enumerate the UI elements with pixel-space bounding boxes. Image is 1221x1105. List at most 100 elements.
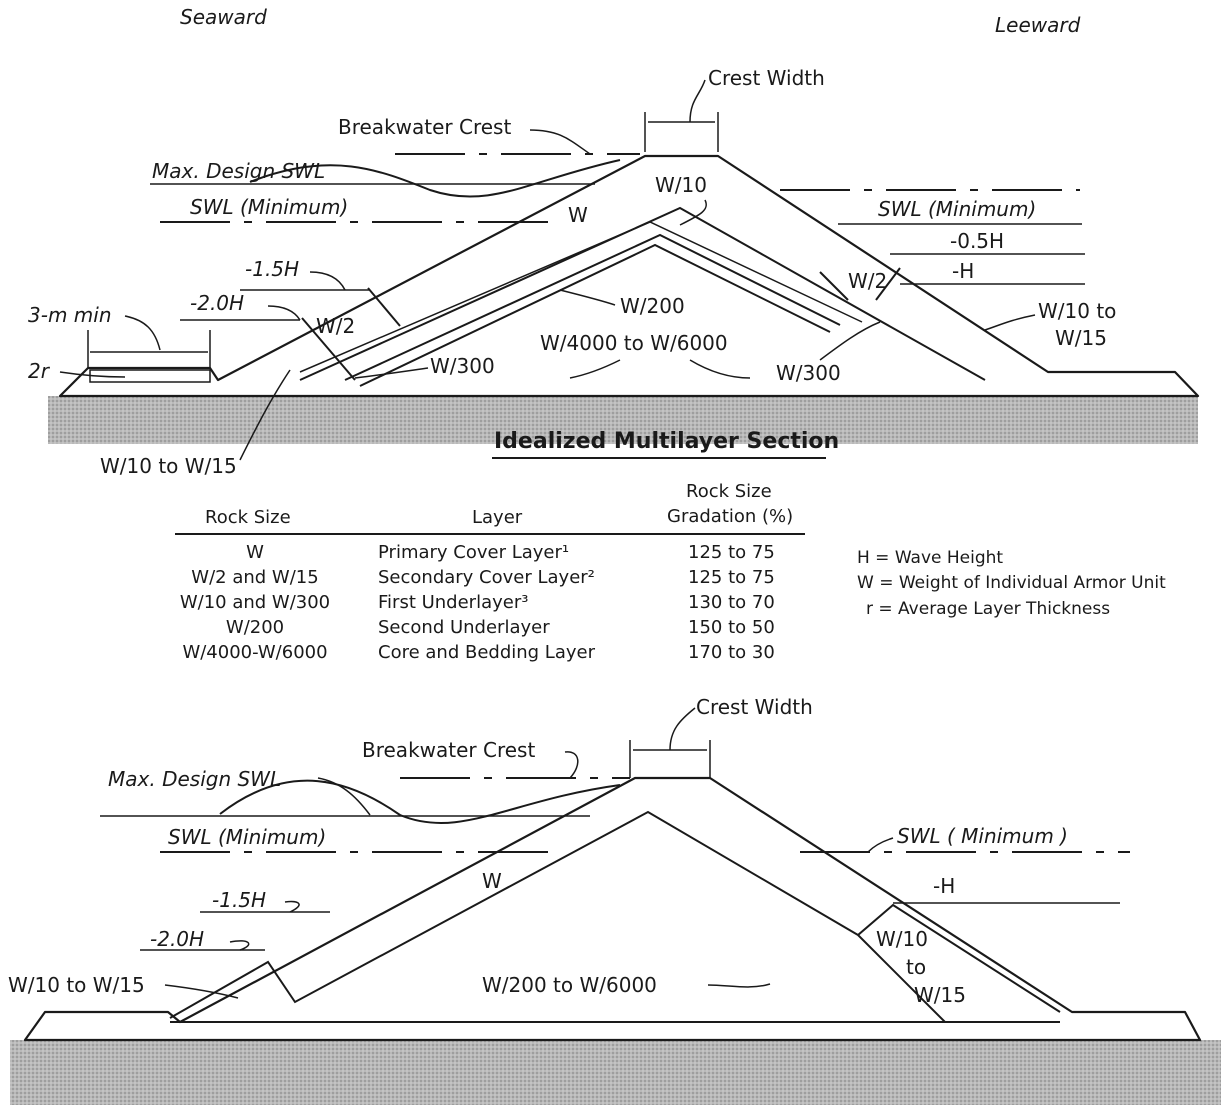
label-top-w2-left: W/2: [316, 314, 355, 338]
label-bottom-breakwater-crest: Breakwater Crest: [362, 738, 535, 762]
top-armor-layer-boundary: [299, 206, 986, 381]
label-top-neg-2-0h: -2.0H: [190, 291, 244, 315]
bottom-crest-width-leader: [669, 707, 696, 751]
label-bottom-w: W: [482, 869, 502, 893]
top-wave-curve: [249, 159, 621, 198]
label-top-w200: W/200: [620, 294, 685, 318]
table-cell-rock-size: W/4000-W/6000: [182, 642, 327, 663]
top-first-underlayer-boundary: [344, 233, 841, 381]
top-w300-left-leader: [354, 367, 429, 379]
legend-weight: W = Weight of Individual Armor Unit: [857, 573, 1166, 593]
table-header-gradation-1: Rock Size: [686, 481, 772, 502]
label-top-neg-0-5h: -0.5H: [950, 229, 1004, 253]
top-w10-leader: [679, 199, 707, 226]
bottom-outer-profile: [23, 776, 1202, 1042]
table-cell-rock-size: W/10 and W/300: [180, 592, 330, 613]
top-w10-right-leader: [984, 314, 1036, 331]
label-top-max-design-swl: Max. Design SWL: [152, 159, 325, 183]
label-top-crest-width: Crest Width: [708, 66, 825, 90]
label-bottom-w10: W/10: [876, 927, 928, 951]
label-top-neg-h: -H: [952, 259, 974, 283]
label-section-title: Idealized Multilayer Section: [494, 429, 839, 454]
top-neg-1-5h-leader: [309, 271, 346, 291]
table-cell-rock-size: W/2 and W/15: [191, 567, 318, 588]
label-top-w10: W/10: [655, 173, 707, 197]
bottom-seabed: [10, 1040, 1221, 1105]
top-neg-2-0h-leader: [267, 305, 301, 321]
label-seaward: Seaward: [180, 5, 267, 29]
top-3m-leader: [124, 315, 161, 351]
table-cell-layer: First Underlayer³: [378, 592, 528, 613]
table-header-gradation-2: Gradation (%): [667, 506, 793, 527]
label-top-w2-right: W/2: [848, 269, 887, 293]
table-row: W/4000-W/6000 Core and Bedding Layer 170…: [182, 642, 774, 663]
table-cell-gradation: 125 to 75: [688, 567, 775, 588]
label-top-w: W: [568, 203, 588, 227]
label-top-2r: 2r: [28, 359, 51, 383]
top-w300-right-leader: [819, 321, 881, 361]
rock-size-table: Rock Size Layer Rock Size Gradation (%) …: [175, 481, 1166, 663]
legend-wave-height: H = Wave Height: [857, 548, 1003, 568]
table-cell-gradation: 130 to 70: [688, 592, 775, 613]
top-toe-leader: [239, 369, 291, 461]
label-bottom-crest-width: Crest Width: [696, 695, 813, 719]
label-bottom-swl-min-right: SWL ( Minimum ): [897, 824, 1068, 848]
table-cell-rock-size: W/200: [226, 617, 284, 638]
label-bottom-to: to: [906, 955, 926, 979]
table-row: W/2 and W/15 Secondary Cover Layer² 125 …: [191, 567, 774, 588]
label-top-core: W/4000 to W/6000: [540, 331, 728, 355]
top-w2-right-bottom: [875, 267, 901, 301]
label-top-toe-left: W/10 to W/15: [100, 454, 237, 478]
bottom-breakwater-crest-leader: [564, 751, 579, 779]
top-w2-left-bottom: [301, 317, 356, 381]
table-cell-rock-size: W: [246, 542, 264, 563]
top-w2-left-boundary: [367, 287, 401, 327]
label-bottom-neg-1-5h: -1.5H: [212, 888, 266, 912]
label-top-swl-min-right: SWL (Minimum): [878, 197, 1036, 221]
bottom-neg-2-0h-leader: [229, 940, 250, 951]
top-w200-leader: [559, 289, 616, 306]
label-top-w300-right: W/300: [776, 361, 841, 385]
table-cell-layer: Secondary Cover Layer²: [378, 567, 595, 588]
bottom-wave-curve: [219, 779, 621, 824]
table-cell-layer: Core and Bedding Layer: [378, 642, 596, 663]
table-row: W Primary Cover Layer¹ 125 to 75: [246, 542, 775, 563]
table-cell-layer: Primary Cover Layer¹: [378, 542, 569, 563]
legend-layer-thickness: r = Average Layer Thickness: [866, 599, 1110, 619]
bottom-toe-leader: [164, 984, 239, 999]
top-core-arrow-left: [569, 359, 621, 379]
bottom-section: Crest Width Breakwater Crest Max. Design…: [8, 695, 1221, 1105]
top-outer-profile: [58, 154, 1200, 398]
top-w2-right-boundary: [819, 271, 849, 301]
label-bottom-neg-h: -H: [933, 874, 955, 898]
label-bottom-toe-left: W/10 to W/15: [8, 973, 145, 997]
bottom-core-leader: [707, 983, 771, 988]
label-top-swl-min-left: SWL (Minimum): [190, 195, 348, 219]
label-top-breakwater-crest: Breakwater Crest: [338, 115, 511, 139]
top-core-arrow-right: [689, 359, 751, 379]
table-row: W/10 and W/300 First Underlayer³ 130 to …: [180, 592, 775, 613]
label-top-neg-1-5h: -1.5H: [245, 257, 299, 281]
label-leeward: Leeward: [995, 13, 1081, 37]
label-top-3m-min: 3-m min: [28, 303, 112, 327]
table-cell-gradation: 125 to 75: [688, 542, 775, 563]
bottom-swl-right-leader: [867, 837, 894, 853]
top-crest-width-leader: [689, 79, 706, 123]
label-bottom-swl-min-left: SWL (Minimum): [168, 825, 326, 849]
label-bottom-neg-2-0h: -2.0H: [150, 927, 204, 951]
top-core-boundary: [299, 221, 863, 373]
label-bottom-max-design-swl: Max. Design SWL: [108, 767, 281, 791]
top-2r-leader: [59, 371, 126, 378]
table-cell-gradation: 150 to 50: [688, 617, 775, 638]
table-row: W/200 Second Underlayer 150 to 50: [226, 617, 775, 638]
label-top-w15-right: W/15: [1055, 326, 1107, 350]
label-bottom-core: W/200 to W/6000: [482, 973, 657, 997]
table-header-rock-size: Rock Size: [205, 507, 291, 528]
table-cell-gradation: 170 to 30: [688, 642, 775, 663]
label-top-w10-to-right: W/10 to: [1038, 299, 1116, 323]
top-section: Seaward Leeward Crest Width Breakwater C…: [28, 5, 1200, 478]
top-breakwater-crest-leader: [529, 129, 591, 155]
bottom-max-swl-leader: [317, 777, 371, 816]
